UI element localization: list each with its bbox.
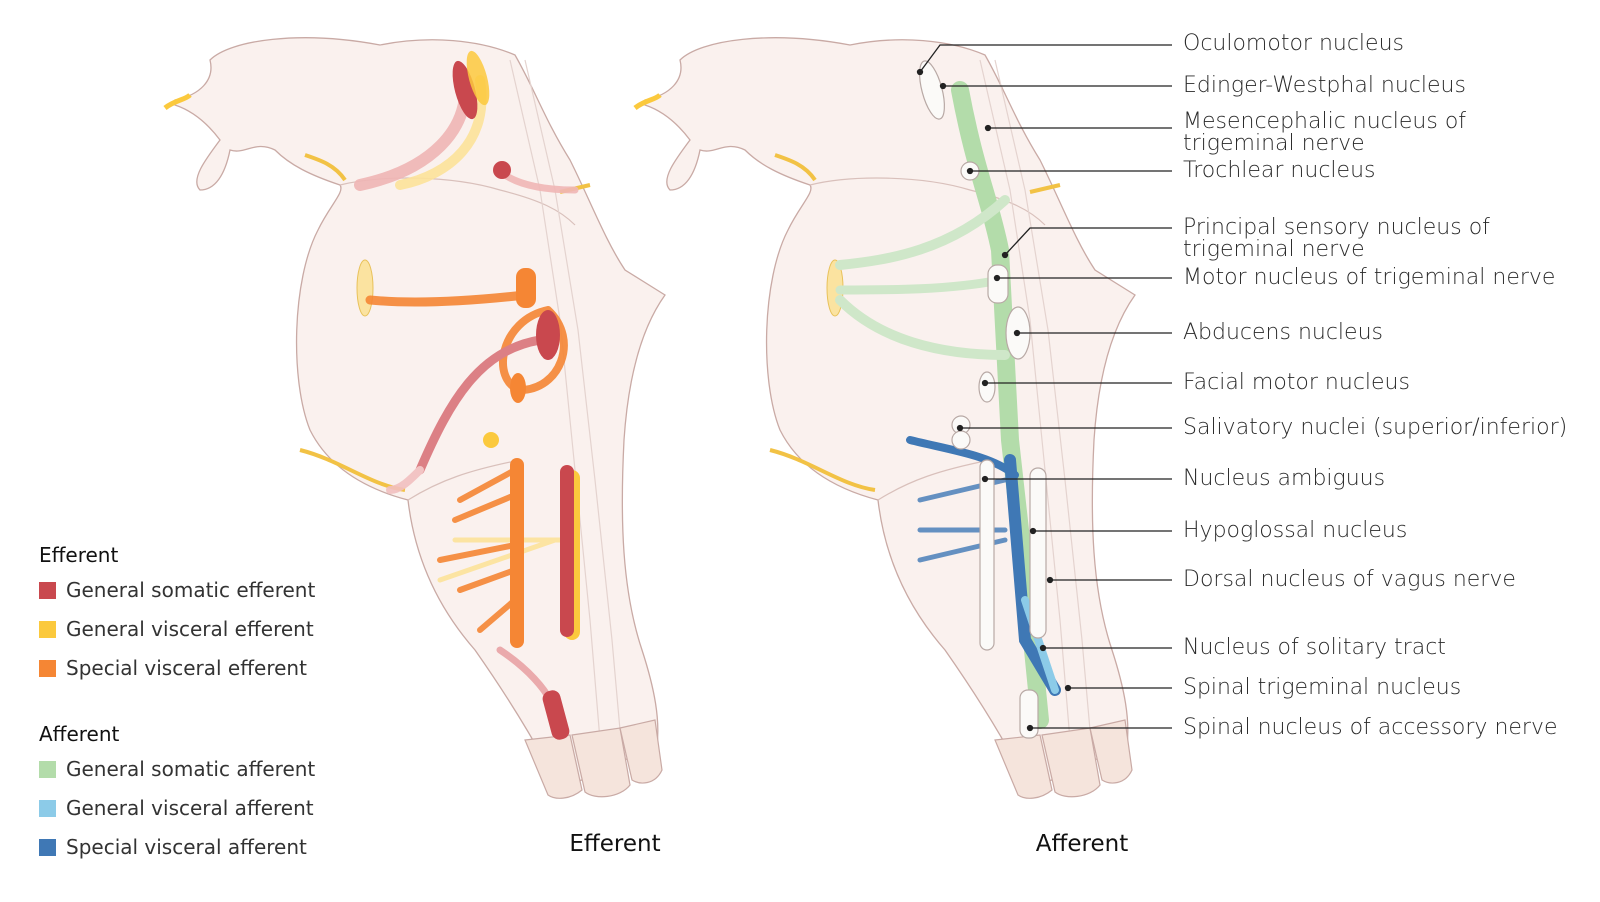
- legend-item: Special visceral efferent: [39, 656, 307, 680]
- label-spinal-accessory-nucleus: Spinal nucleus of accessory nerve: [1183, 715, 1558, 740]
- label-facial-motor-nucleus: Facial motor nucleus: [1183, 370, 1410, 395]
- legend-swatch: [39, 581, 56, 599]
- label-hypoglossal-nucleus: Hypoglossal nucleus: [1183, 518, 1408, 543]
- legend-swatch: [39, 838, 56, 856]
- efferent-brainstem: [165, 38, 665, 799]
- legend-swatch: [39, 659, 56, 677]
- label-spinal-trigeminal-nucleus: Spinal trigeminal nucleus: [1183, 675, 1462, 700]
- legend-item: General visceral efferent: [39, 617, 314, 641]
- legend-swatch: [39, 760, 56, 778]
- legend-label: General somatic efferent: [66, 578, 316, 602]
- leader-lines: [916, 44, 1172, 732]
- legend-label: General visceral afferent: [66, 796, 314, 820]
- label-dorsal-vagus-nucleus: Dorsal nucleus of vagus nerve: [1183, 567, 1516, 592]
- legend-swatch: [39, 799, 56, 817]
- legend-label: Special visceral afferent: [66, 835, 307, 859]
- legend-item: Special visceral afferent: [39, 835, 307, 859]
- label-principal-sensory-nucleus: Principal sensory nucleus of trigeminal …: [1183, 215, 1490, 262]
- legend-label: General visceral efferent: [66, 617, 314, 641]
- label-oculomotor-nucleus: Oculomotor nucleus: [1183, 31, 1404, 56]
- label-edinger-westphal-nucleus: Edinger-Westphal nucleus: [1183, 73, 1466, 98]
- legend-efferent-title: Efferent: [39, 543, 119, 567]
- label-mesencephalic-nucleus: Mesencephalic nucleus of trigeminal nerv…: [1183, 109, 1467, 156]
- label-trochlear-nucleus: Trochlear nucleus: [1183, 158, 1376, 183]
- caption-afferent: Afferent: [1035, 831, 1129, 857]
- label-abducens-nucleus: Abducens nucleus: [1183, 320, 1383, 345]
- label-solitary-tract-nucleus: Nucleus of solitary tract: [1183, 635, 1446, 660]
- legend-item: General somatic efferent: [39, 578, 315, 602]
- caption-efferent: Efferent: [569, 831, 661, 857]
- legend-label: General somatic afferent: [66, 757, 316, 781]
- legend-label: Special visceral efferent: [66, 656, 307, 680]
- legend-item: General somatic afferent: [39, 757, 315, 781]
- legend-afferent-title: Afferent: [39, 722, 120, 746]
- label-salivatory-nuclei: Salivatory nuclei (superior/inferior): [1183, 415, 1568, 440]
- label-motor-trigeminal-nucleus: Motor nucleus of trigeminal nerve: [1183, 265, 1556, 290]
- legend-item: General visceral afferent: [39, 796, 314, 820]
- legend-swatch: [39, 620, 56, 638]
- afferent-brainstem: [635, 38, 1135, 799]
- label-nucleus-ambiguus: Nucleus ambiguus: [1183, 466, 1386, 491]
